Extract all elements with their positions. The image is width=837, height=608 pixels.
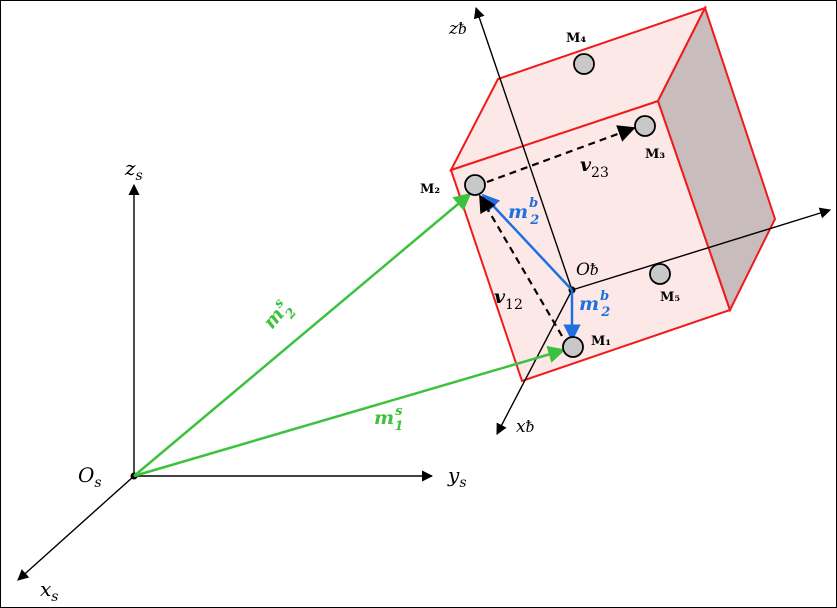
- marker-m1: [562, 336, 584, 358]
- marker-m4: [573, 53, 595, 75]
- vector-m2-spatial: [133, 192, 472, 477]
- spatial-z-label: zs: [124, 156, 143, 184]
- body-x-axis: [496, 289, 573, 435]
- vector-v23: [486, 125, 636, 184]
- body-origin-label: Oᵬ: [576, 260, 598, 280]
- marker-m2: [464, 174, 486, 196]
- vector-m2-body: [481, 193, 573, 291]
- marker-m2-label: M₂: [420, 182, 440, 197]
- marker-m5-label: M₅: [660, 290, 680, 305]
- body-z-axis: [473, 6, 573, 291]
- vector-m1-spatial: [133, 346, 566, 478]
- marker-m4-label: M₄: [566, 31, 586, 46]
- cube-side-face: [656, 5, 777, 313]
- spatial-x-label: xs: [40, 577, 58, 605]
- spatial-origin-label: Os: [78, 463, 102, 491]
- marker-m3-label: M₃: [645, 147, 665, 162]
- vector-v12: [479, 194, 563, 337]
- vector-v23-label: v23: [580, 154, 609, 181]
- vector-v12-label: v12: [494, 286, 523, 313]
- spatial-frame-labels: zs Os ys xs: [40, 156, 467, 605]
- svg-text:ms2: ms2: [257, 295, 300, 338]
- spatial-y-label: ys: [447, 463, 467, 491]
- spatial-x-axis: [17, 475, 135, 581]
- body-y-axis: [571, 207, 832, 291]
- spatial-frame: [17, 183, 434, 581]
- body-frame-labels: zᵬ Oᵬ xᵬ: [448, 19, 598, 437]
- body-z-label: zᵬ: [448, 19, 466, 39]
- marker-m1-label: M₁: [591, 334, 611, 349]
- marker-m5: [649, 263, 671, 285]
- vectors: [133, 125, 636, 478]
- vector-m2-spatial-label: ms2: [257, 295, 300, 338]
- marker-labels: M₁ M₂ M₃ M₄ M₅: [420, 31, 680, 349]
- markers: [464, 53, 671, 358]
- body-x-label: xᵬ: [516, 417, 534, 437]
- marker-m3: [634, 115, 656, 137]
- rigid-body-cube: [448, 5, 777, 383]
